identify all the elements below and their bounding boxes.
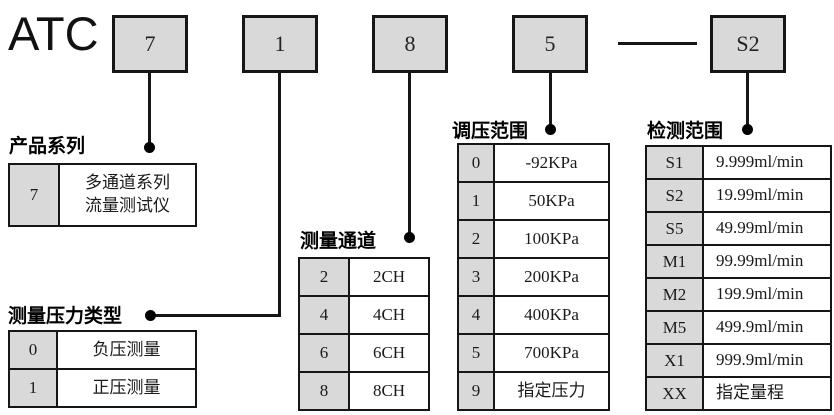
code-cell: X1	[645, 343, 704, 378]
value-cell: 49.99ml/min	[702, 211, 832, 246]
section-title-detection-range: 检测范围	[647, 121, 724, 142]
value-cell: 99.99ml/min	[702, 244, 832, 279]
connector-pressure-type-h	[152, 314, 281, 317]
code-cell: 4	[298, 295, 350, 335]
connector-pressure-type-v	[278, 73, 281, 317]
code-cell: S5	[645, 211, 704, 246]
value-cell: 200KPa	[493, 257, 610, 297]
product-series-table: 7 多通道系列 流量测试仪	[8, 163, 197, 227]
code-cell: 3	[457, 257, 495, 297]
table-row: 2 2CH	[298, 257, 430, 297]
connector-detection	[746, 73, 749, 126]
code-cell: XX	[645, 376, 704, 411]
table-row: X1 999.9ml/min	[645, 343, 832, 378]
connector-pressure-type-dot	[145, 310, 156, 321]
value-cell: 499.9ml/min	[702, 310, 832, 345]
value-cell: 6CH	[348, 333, 430, 373]
section-title-product-series: 产品系列	[9, 136, 86, 157]
value-cell: 8CH	[348, 371, 430, 411]
code-box-channels: 8	[372, 15, 448, 73]
section-title-regulation-range: 调压范围	[452, 121, 529, 142]
table-row: 6 6CH	[298, 333, 430, 373]
pressure-type-table: 0 负压测量 1 正压测量	[8, 330, 197, 408]
table-row: 0 负压测量	[8, 330, 197, 370]
table-row: M2 199.9ml/min	[645, 277, 832, 312]
code-box-pressure-type: 1	[242, 15, 318, 73]
table-row: 5 700KPa	[457, 333, 610, 373]
channels-table: 2 2CH 4 4CH 6 6CH 8 8CH	[298, 257, 430, 411]
table-row: XX 指定量程	[645, 376, 832, 411]
connector-channels-dot	[404, 232, 415, 243]
table-row: 1 正压测量	[8, 368, 197, 408]
code-cell: 7	[8, 163, 60, 227]
connector-series	[148, 73, 151, 146]
value-cell: 2CH	[348, 257, 430, 297]
value-cell: 9.999ml/min	[702, 145, 832, 180]
value-cell: 4CH	[348, 295, 430, 335]
code-box-detection: S2	[710, 15, 786, 73]
table-row: 9 指定压力	[457, 371, 610, 411]
code-cell: S2	[645, 178, 704, 213]
table-row: 3 200KPa	[457, 257, 610, 297]
connector-series-dot	[144, 142, 155, 153]
table-row: 4 400KPa	[457, 295, 610, 335]
connector-regulation	[549, 73, 552, 126]
value-cell: 负压测量	[56, 330, 197, 370]
table-row: 0 -92KPa	[457, 143, 610, 183]
regulation-range-table: 0 -92KPa 1 50KPa 2 100KPa 3 200KPa 4 400…	[457, 143, 610, 411]
section-title-pressure-type: 测量压力类型	[8, 306, 123, 327]
code-cell: 5	[457, 333, 495, 373]
table-row: 7 多通道系列 流量测试仪	[8, 163, 197, 227]
code-box-regulation: 5	[512, 15, 588, 73]
dash-separator	[618, 42, 697, 45]
table-row: 2 100KPa	[457, 219, 610, 259]
value-cell: 999.9ml/min	[702, 343, 832, 378]
code-cell: 2	[457, 219, 495, 259]
table-row: S2 19.99ml/min	[645, 178, 832, 213]
value-cell: 指定压力	[493, 371, 610, 411]
table-row: 4 4CH	[298, 295, 430, 335]
table-row: S5 49.99ml/min	[645, 211, 832, 246]
code-box-series: 7	[112, 15, 188, 73]
table-row: 1 50KPa	[457, 181, 610, 221]
value-cell: 199.9ml/min	[702, 277, 832, 312]
code-cell: 6	[298, 333, 350, 373]
connector-detection-dot	[742, 124, 753, 135]
value-cell: 400KPa	[493, 295, 610, 335]
code-cell: 1	[8, 368, 58, 408]
brand-text: ATC	[8, 7, 99, 60]
value-cell: 19.99ml/min	[702, 178, 832, 213]
table-row: M5 499.9ml/min	[645, 310, 832, 345]
value-cell: 正压测量	[56, 368, 197, 408]
code-cell: 0	[457, 143, 495, 183]
section-title-channels: 测量通道	[300, 231, 377, 252]
code-cell: S1	[645, 145, 704, 180]
code-cell: 1	[457, 181, 495, 221]
value-cell: 多通道系列 流量测试仪	[58, 163, 197, 227]
connector-channels	[408, 73, 411, 235]
code-cell: M5	[645, 310, 704, 345]
value-cell: -92KPa	[493, 143, 610, 183]
code-cell: M1	[645, 244, 704, 279]
code-cell: 9	[457, 371, 495, 411]
value-cell: 700KPa	[493, 333, 610, 373]
code-cell: 0	[8, 330, 58, 370]
value-cell: 100KPa	[493, 219, 610, 259]
value-cell: 指定量程	[702, 376, 832, 411]
value-cell: 50KPa	[493, 181, 610, 221]
code-cell: 4	[457, 295, 495, 335]
table-row: M1 99.99ml/min	[645, 244, 832, 279]
code-cell: 2	[298, 257, 350, 297]
table-row: S1 9.999ml/min	[645, 145, 832, 180]
code-cell: M2	[645, 277, 704, 312]
table-row: 8 8CH	[298, 371, 430, 411]
code-cell: 8	[298, 371, 350, 411]
connector-regulation-dot	[545, 124, 556, 135]
detection-range-table: S1 9.999ml/min S2 19.99ml/min S5 49.99ml…	[645, 145, 832, 411]
